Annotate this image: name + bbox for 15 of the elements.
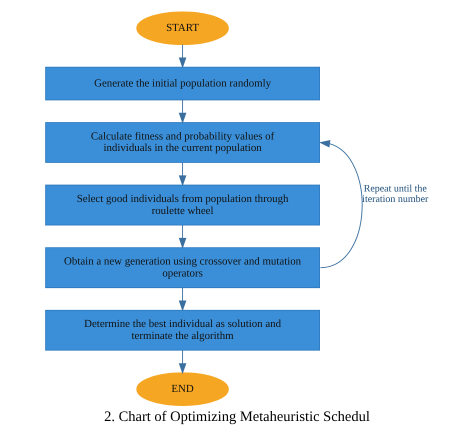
arrow xyxy=(178,287,186,312)
arrow xyxy=(178,350,186,374)
node-box: Obtain a new generation using crossover and mutation operators xyxy=(45,247,320,288)
arrow xyxy=(178,100,186,124)
caption: 2. Chart of Optimizing Metaheuristic Schedul xyxy=(104,408,370,425)
node-ellipse: END xyxy=(136,372,229,406)
arrow xyxy=(178,162,186,186)
node-box: Select good individuals from population through roulette wheel xyxy=(45,184,320,226)
node-ellipse: START xyxy=(136,11,229,45)
arrow xyxy=(178,224,186,249)
arrow xyxy=(319,140,362,268)
node-box: Determine the best individual as solution and terminate the algorithm xyxy=(45,310,320,351)
node-box: Generate the initial population randomly xyxy=(45,66,320,100)
arrow xyxy=(178,44,186,68)
node-box: Calculate fitness and probability values of individuals in the current population xyxy=(45,122,320,163)
